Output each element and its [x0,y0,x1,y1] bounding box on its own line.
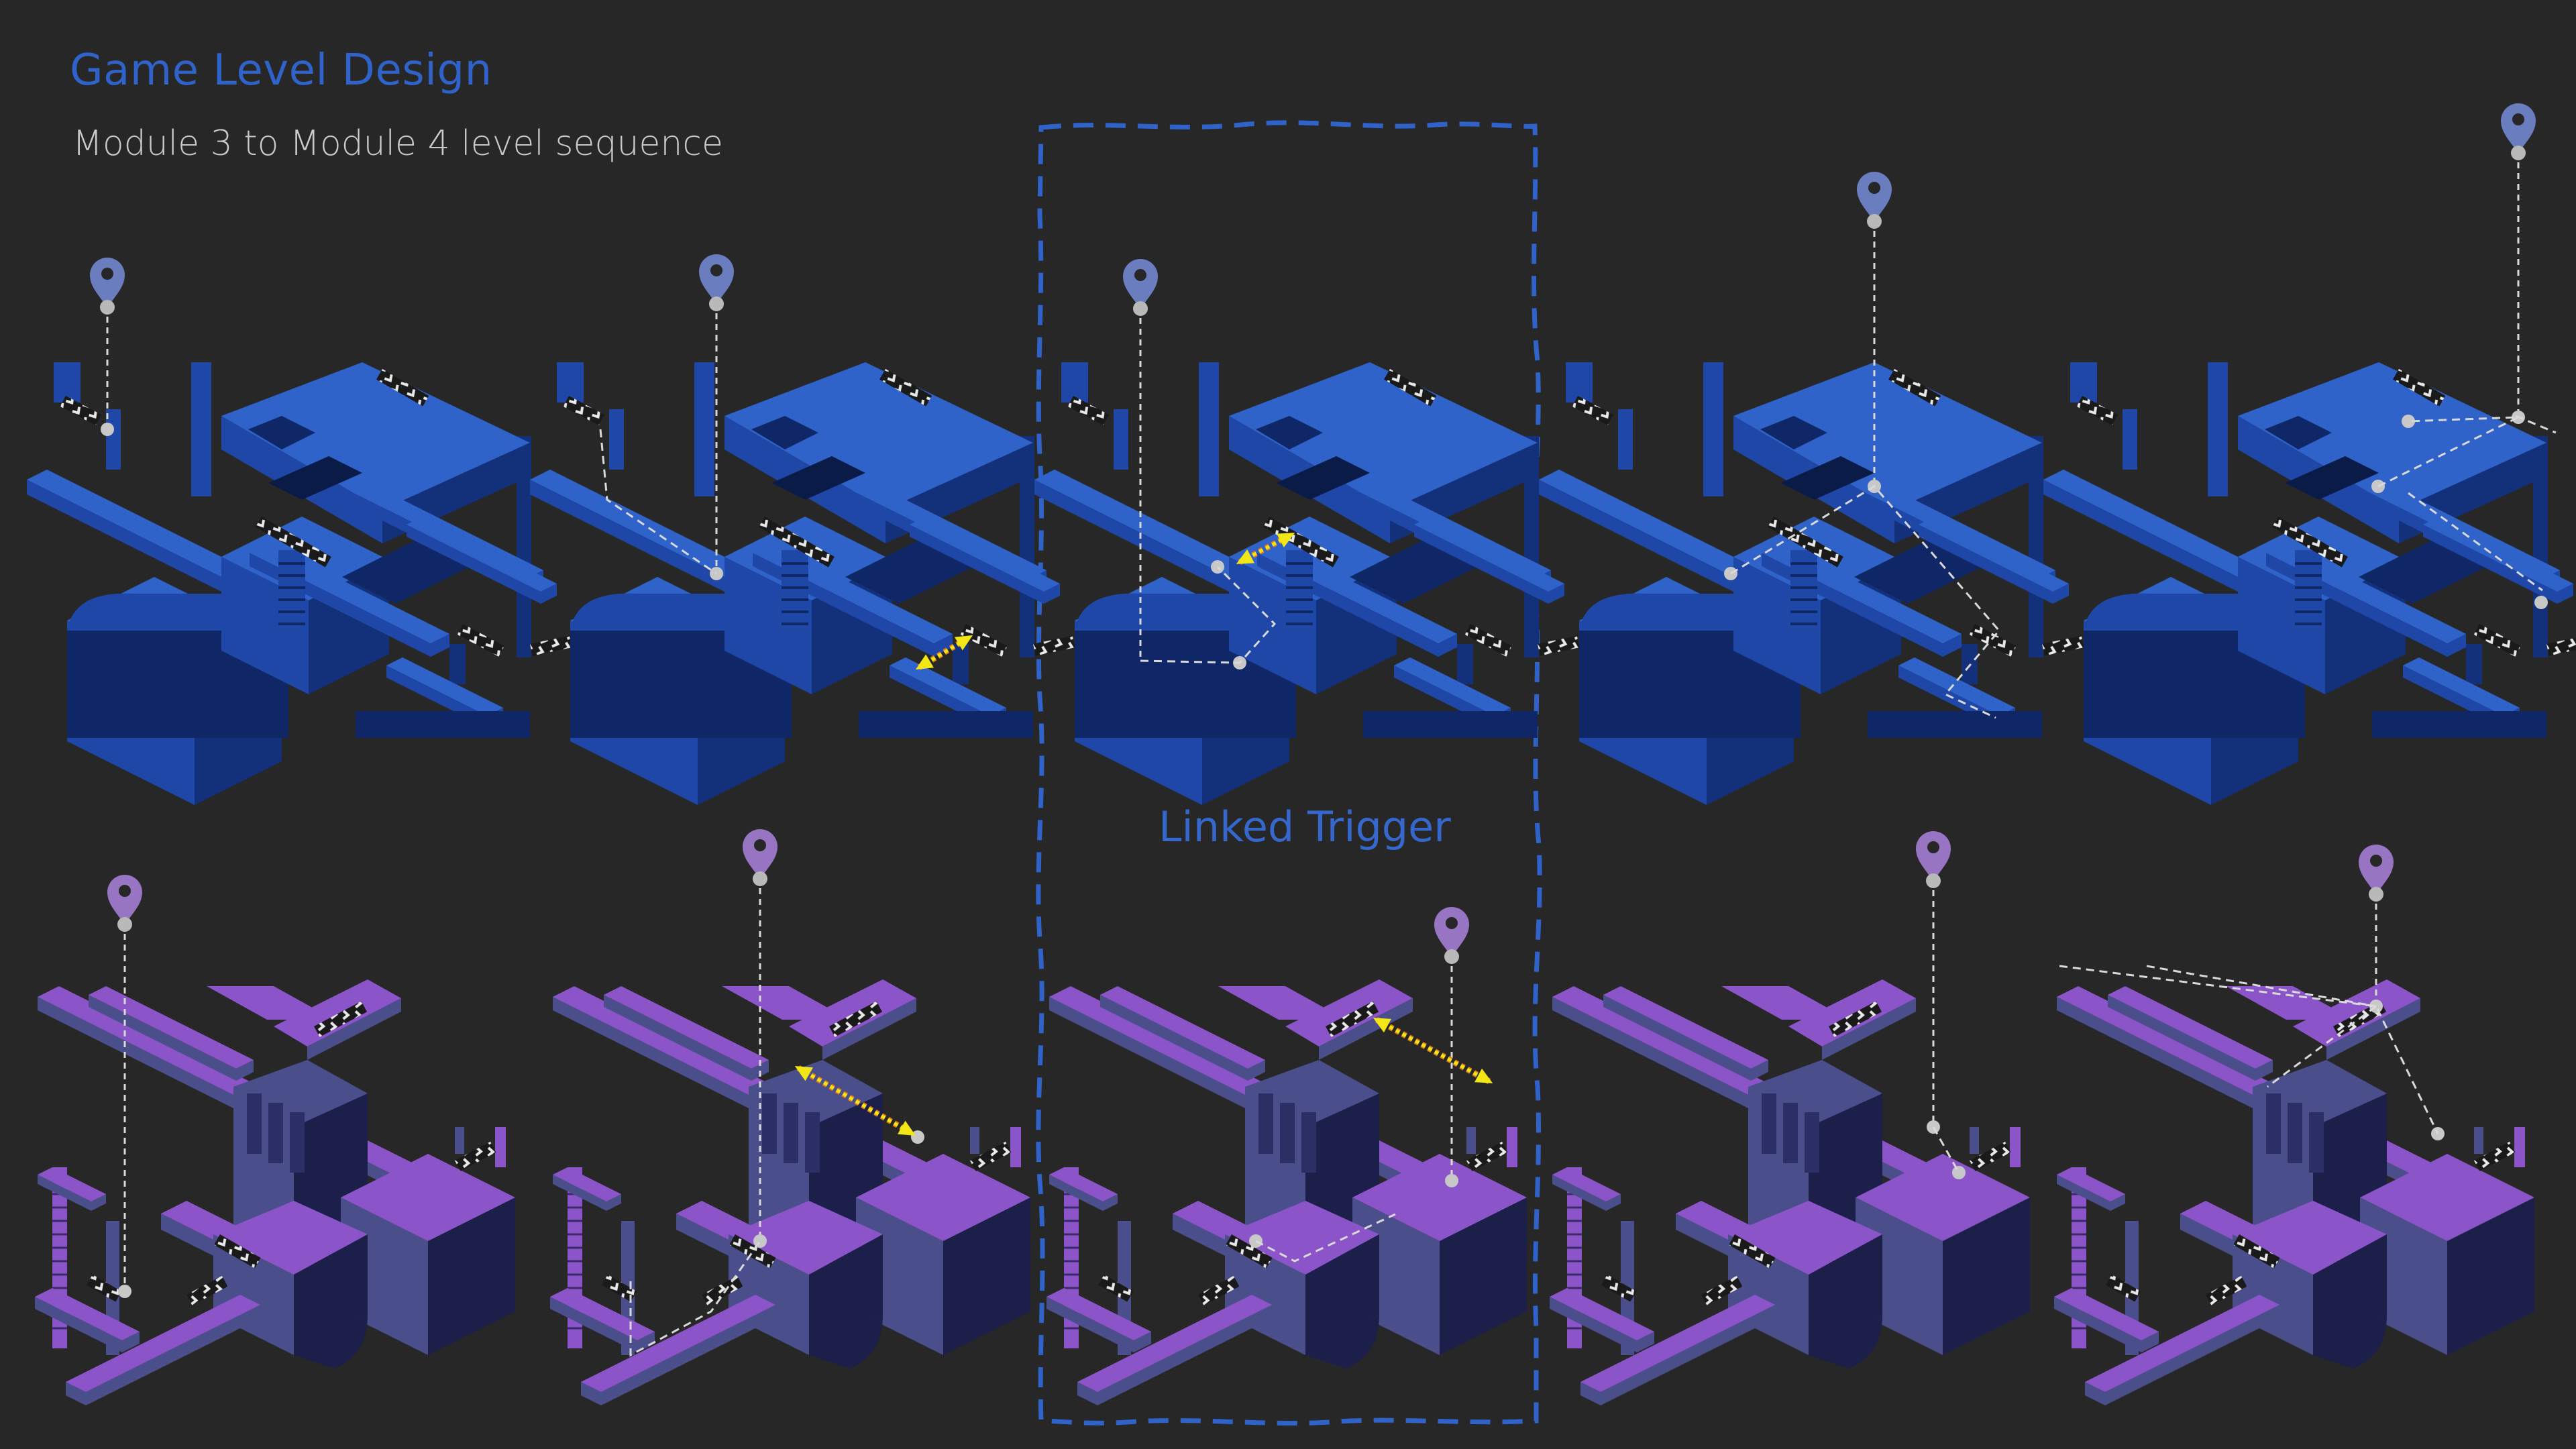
map-pin-icon [107,875,142,1291]
waypoint-dot [2534,596,2548,609]
stairs-icon [729,1234,776,1269]
stairs-icon [1572,395,1613,426]
double-arrow-icon [794,1065,916,1136]
stairs-icon [1197,1275,1240,1305]
stairs-icon [1466,1141,1508,1171]
waypoint-dot [101,423,114,436]
waypoint-dot [1952,1166,1966,1179]
purple-level-frame [550,979,1030,1405]
stairs-icon [314,1001,368,1037]
stairs-icon [530,635,572,656]
purple-level-frame [35,979,515,1405]
double-arrow-icon [915,635,973,670]
waypoint-dot [753,1234,767,1248]
stairs-icon [2473,624,2521,657]
stairs-icon [1326,1001,1379,1037]
stairs-icon [879,369,932,407]
stairs-icon [60,395,101,426]
map-pin-icon [699,254,734,574]
double-arrow-icon [1373,1017,1493,1084]
stairs-icon [1888,369,1941,407]
blue-level-frame [2043,362,2576,805]
player-path [1932,1126,1960,1173]
stairs-icon [1969,624,2017,657]
stairs-icon [960,624,1008,657]
stairs-icon [2206,1275,2247,1305]
stairs-icon [1464,624,1512,657]
stairs-icon [2233,1234,2280,1269]
blue-level-frame [27,362,572,805]
stairs-icon [214,1234,261,1269]
player-path [629,1240,761,1357]
linked-trigger-frame [1036,120,1542,1426]
stairs-icon [256,517,331,568]
waypoint-dot [1445,1174,1458,1187]
stairs-icon [186,1275,228,1305]
stairs-icon [2272,517,2348,568]
waypoint-dot [118,1285,131,1298]
stairs-icon [1384,369,1437,407]
player-path [1255,1213,1396,1263]
stairs-icon [2546,635,2576,656]
map-pin-icon [1857,172,1892,486]
map-pin-icon [2501,103,2536,417]
player-path [2377,416,2519,488]
stairs-icon [1226,1234,1273,1269]
stairs-icon [829,1001,883,1037]
purple-level-frame [2054,979,2534,1405]
stairs-icon [1970,1141,2011,1171]
path-overlays [90,103,2557,1357]
blue-level-frame [530,362,1075,805]
purple-level-frame [1046,979,1527,1405]
stairs-icon [759,517,835,568]
stairs-icon [2393,369,2446,407]
blue-level-frame [1539,362,2084,805]
player-path [2408,492,2543,592]
stairs-icon [602,1275,637,1302]
map-pin-icon [2359,845,2394,1006]
stairs-icon [1098,1275,1134,1302]
stairs-icon [457,624,504,657]
blue-level-frame [1034,362,1580,805]
double-arrow-icon [1236,532,1295,565]
stairs-icon [1263,517,1339,568]
page-subtitle: Module 3 to Module 4 level sequence [72,123,723,164]
stairs-icon [1601,1275,1637,1302]
player-path [1730,485,2000,719]
stairs-icon [2042,635,2084,656]
player-path [1140,566,1277,664]
stairs-icon [1067,395,1109,426]
stairs-icon [702,1275,743,1305]
linked-trigger-label: Linked Trigger [1159,802,1451,851]
page-title: Game Level Design [70,46,492,95]
map-pin-icon [1916,831,1951,1127]
player-path [2267,1005,2377,1088]
player-path [599,429,717,575]
map-pin-icon [1123,259,1158,661]
stairs-icon [563,395,604,426]
stairs-icon [2105,1275,2141,1302]
waypoint-dot [2402,415,2415,428]
stairs-icon [1829,1001,1882,1037]
stairs-icon [1701,1275,1743,1305]
map-pin-icon [1434,907,1469,1181]
stairs-icon [1538,635,1580,656]
stairs-icon [1729,1234,1776,1269]
stairs-icon [2076,395,2118,426]
stairs-icon [87,1275,122,1302]
stairs-icon [2474,1141,2516,1171]
stairs-icon [1033,635,1075,656]
player-path [2515,415,2557,434]
stairs-icon [970,1141,1012,1171]
stairs-icon [455,1141,496,1171]
stairs-icon [1768,517,1843,568]
map-pin-icon [90,258,125,429]
purple-level-frame [1550,979,2030,1405]
map-pin-icon [743,829,777,1241]
stairs-icon [376,369,429,407]
player-path [2146,965,2377,1008]
